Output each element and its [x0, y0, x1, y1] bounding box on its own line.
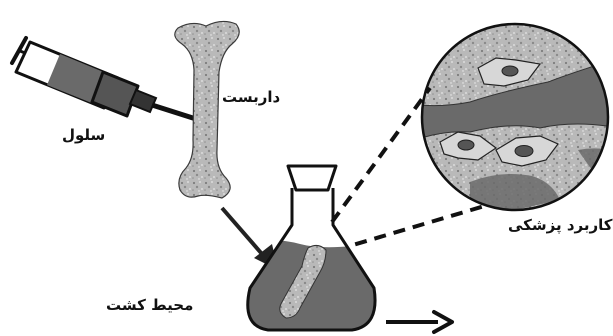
syringe-icon	[12, 38, 196, 119]
magnified-view	[410, 20, 613, 220]
culture-medium-label: محیط کشت	[106, 296, 193, 314]
medical-application-label: کاربرد پزشکی	[508, 216, 613, 234]
zoom-connector-line	[336, 205, 488, 250]
zoom-connector-line	[332, 88, 430, 222]
cell-label: سلول	[62, 126, 105, 144]
arrow-right-icon	[386, 312, 452, 332]
scaffold-icon	[175, 21, 239, 198]
scaffold-label: داربست	[222, 88, 280, 106]
erlenmeyer-flask-icon	[240, 166, 390, 336]
